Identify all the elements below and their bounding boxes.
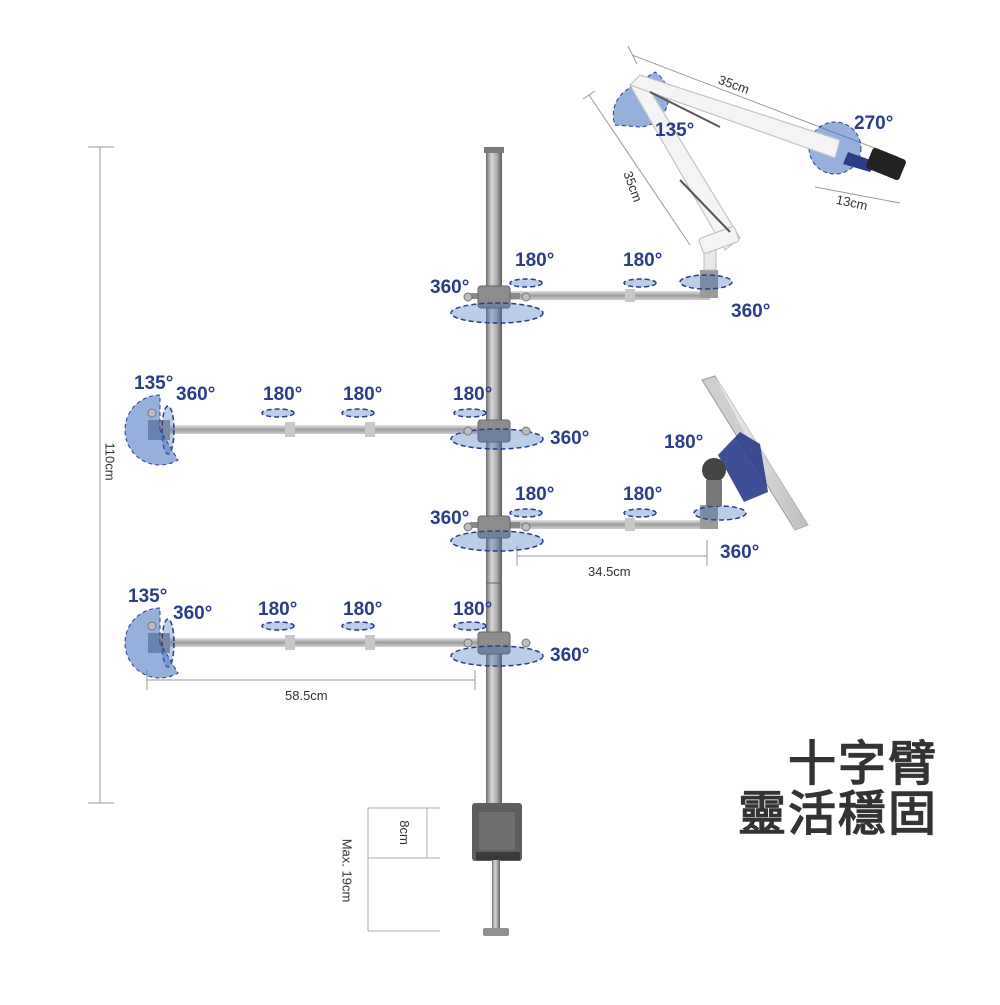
clamp-max-label: Max. 19cm <box>339 838 355 903</box>
title-line-1: 十字臂 <box>787 736 938 792</box>
monitor-panel <box>701 375 809 531</box>
angle-label: 360° <box>720 542 760 563</box>
angle-label: 180° <box>453 599 493 620</box>
angle-label: 360° <box>731 301 771 322</box>
angle-label: 270° <box>854 113 894 134</box>
lamp-boom-arm <box>628 74 841 254</box>
rotation-ring-mid-end <box>693 505 747 521</box>
angle-label: 180° <box>623 250 663 271</box>
clamp-depth-label: 8cm <box>396 820 412 845</box>
angle-label: 360° <box>430 508 470 529</box>
height-dimension-line <box>88 146 114 804</box>
arm-length-label: 58.5cm <box>285 688 328 703</box>
short-arm-label: 34.5cm <box>588 564 631 579</box>
pole-clamp-4 <box>477 631 511 655</box>
height-label: 110cm <box>102 442 118 481</box>
angle-label: 135° <box>655 120 695 141</box>
angle-label: 180° <box>453 384 493 405</box>
angle-label: 180° <box>664 432 704 453</box>
angle-label: 135° <box>128 586 168 607</box>
pole-clamp-2 <box>477 419 511 443</box>
angle-label: 180° <box>343 384 383 405</box>
pole-clamp-3 <box>477 515 511 539</box>
angle-label: 360° <box>550 645 590 666</box>
angle-label: 180° <box>623 484 663 505</box>
angle-label: 180° <box>258 599 298 620</box>
wedge-left-end-1 <box>124 394 179 466</box>
phone-holder <box>843 147 906 181</box>
title-line-2: 靈活穩固 <box>737 786 938 842</box>
rotation-ring-pole-4 <box>450 645 544 667</box>
angle-label: 180° <box>343 599 383 620</box>
short-arm-dimension-line <box>516 540 708 566</box>
rotation-ring-pole-2 <box>450 428 544 450</box>
rotation-ring-pole-3 <box>450 530 544 552</box>
angle-label: 360° <box>173 603 213 624</box>
desk-clamp <box>472 803 522 936</box>
lower-left-arm-2 <box>148 633 490 653</box>
angle-label: 360° <box>430 277 470 298</box>
angle-label: 135° <box>134 373 174 394</box>
rotation-ring-pole-1 <box>450 302 544 324</box>
clamp-dimension-lines <box>367 807 440 932</box>
arm-length-dimension-line <box>146 670 476 690</box>
angle-label: 180° <box>515 250 555 271</box>
angle-label: 360° <box>176 384 216 405</box>
lower-left-arm-1 <box>148 420 490 440</box>
angle-label: 180° <box>263 384 303 405</box>
vertical-pole <box>486 147 502 807</box>
angle-label: 180° <box>515 484 555 505</box>
rotation-ring-top-end <box>679 274 733 290</box>
pole-clamp-1 <box>477 285 511 309</box>
angle-label: 360° <box>550 428 590 449</box>
wedge-left-end-2 <box>124 607 179 679</box>
lamp-springs <box>649 91 731 233</box>
